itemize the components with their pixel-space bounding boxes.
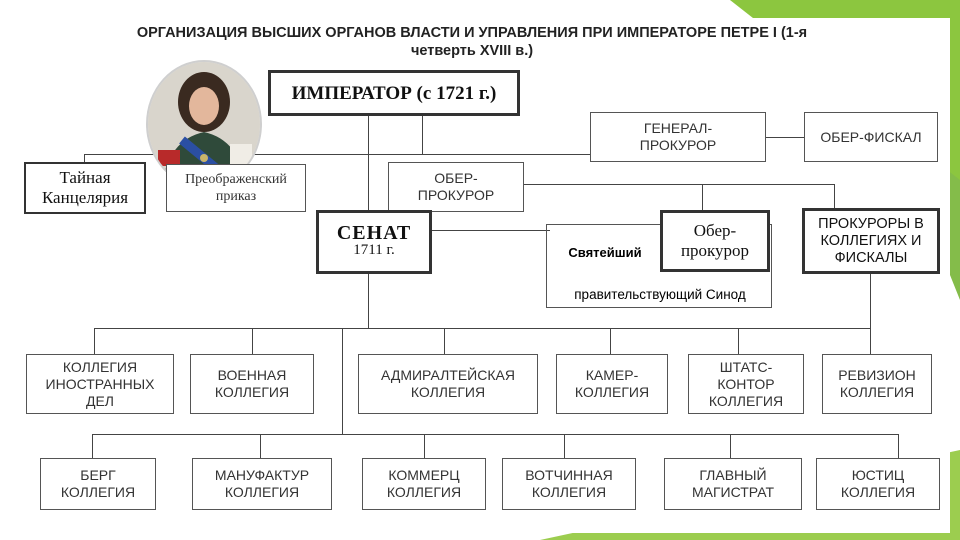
college-line: КОЛЛЕГИЯ xyxy=(840,484,916,500)
college-line: КОНТОР xyxy=(717,375,775,392)
tainaya-line-1: Тайная xyxy=(59,168,111,187)
college-line: РЕВИЗИОН xyxy=(838,367,916,383)
college-box: КОЛЛЕГИЯ ИНОСТРАННЫХ ДЕЛ xyxy=(26,354,174,414)
college-line: МАГИСТРАТ xyxy=(691,484,775,500)
ober-fiskal-label: ОБЕР-ФИСКАЛ xyxy=(820,128,922,145)
ober-prokuror-line-1: ОБЕР- xyxy=(434,170,478,186)
preobr-line-2: приказ xyxy=(215,189,257,204)
college-line: КОЛЛЕГИЯ xyxy=(386,484,462,500)
connector xyxy=(422,114,423,154)
connector xyxy=(444,328,445,356)
college-line: АДМИРАЛТЕЙСКАЯ xyxy=(381,367,515,383)
connector xyxy=(764,137,804,138)
tainaya-line-2: Канцелярия xyxy=(41,188,129,207)
college-box: ШТАТС- КОНТОР КОЛЛЕГИЯ xyxy=(688,354,804,414)
college-line: КОЛЛЕГИЯ xyxy=(410,384,486,400)
emperor-label: ИМПЕРАТОР (с 1721 г.) xyxy=(291,82,497,104)
connector xyxy=(342,328,343,434)
college-box: АДМИРАЛТЕЙСКАЯ КОЛЛЕГИЯ xyxy=(358,354,538,414)
college-line: КОММЕРЦ xyxy=(388,467,460,483)
college-box: ГЛАВНЫЙ МАГИСТРАТ xyxy=(664,458,802,510)
title-line-1: ОРГАНИЗАЦИЯ ВЫСШИХ ОРГАНОВ ВЛАСТИ И УПРА… xyxy=(136,25,808,41)
connector xyxy=(368,274,369,328)
senat-label: СЕНАТ xyxy=(336,222,412,244)
title-line-2: четверть XVIII в.) xyxy=(410,43,534,59)
connector xyxy=(94,328,95,356)
synod-ober-line-2: прокурор xyxy=(680,241,750,260)
connector xyxy=(84,154,592,155)
connector xyxy=(522,184,834,185)
connector xyxy=(432,230,550,231)
college-box: БЕРГ КОЛЛЕГИЯ xyxy=(40,458,156,510)
prokurory-fiskaly-box: ПРОКУРОРЫ В КОЛЛЕГИЯХ И ФИСКАЛЫ xyxy=(802,208,940,274)
connector xyxy=(898,434,899,458)
college-line: МАНУФАКТУР xyxy=(214,467,310,483)
general-prokuror-box: ГЕНЕРАЛ- ПРОКУРОР xyxy=(590,112,766,162)
college-line: ВОТЧИННАЯ xyxy=(525,467,613,483)
college-line: ШТАТС- xyxy=(719,358,773,375)
connector xyxy=(738,328,739,356)
connector xyxy=(368,114,369,228)
connector xyxy=(424,434,425,458)
prokurory-line-2: КОЛЛЕГИЯХ И xyxy=(820,232,922,249)
college-box: ВОТЧИННАЯ КОЛЛЕГИЯ xyxy=(502,458,636,510)
connector xyxy=(702,184,703,210)
college-line: ЮСТИЦ xyxy=(851,467,905,483)
preobr-line-1: Преображенский xyxy=(185,172,287,187)
connector xyxy=(730,434,731,458)
synod-box: Святейший правительствующий Синод xyxy=(546,224,772,308)
college-box: КОММЕРЦ КОЛЛЕГИЯ xyxy=(362,458,486,510)
synod-line-2: правительствующий Синод xyxy=(574,287,746,302)
ober-prokuror-box: ОБЕР- ПРОКУРОР xyxy=(388,162,524,212)
college-line: БЕРГ xyxy=(80,467,116,483)
college-line: КОЛЛЕГИЯ xyxy=(574,384,650,400)
general-prokuror-line-2: ПРОКУРОР xyxy=(639,137,717,153)
diagram-title: ОРГАНИЗАЦИЯ ВЫСШИХ ОРГАНОВ ВЛАСТИ И УПРА… xyxy=(12,24,932,60)
college-box: ВОЕННАЯ КОЛЛЕГИЯ xyxy=(190,354,314,414)
connector xyxy=(92,434,898,435)
synod-ober-prokuror-box: Обер- прокурор xyxy=(660,210,770,272)
prokurory-line-3: ФИСКАЛЫ xyxy=(834,249,908,266)
college-line: КОЛЛЕГИЯ xyxy=(531,484,607,500)
connector xyxy=(252,328,253,356)
connector xyxy=(870,274,871,356)
connector xyxy=(610,328,611,356)
college-line: ВОЕННАЯ xyxy=(217,367,287,383)
prokurory-line-1: ПРОКУРОРЫ В xyxy=(818,215,924,232)
general-prokuror-line-1: ГЕНЕРАЛ- xyxy=(643,120,713,136)
college-line: КОЛЛЕГИЯ xyxy=(224,484,300,500)
senat-year: 1711 г. xyxy=(353,242,395,258)
connector xyxy=(92,434,93,458)
college-line: ИНОСТРАННЫХ xyxy=(45,375,155,392)
college-box: МАНУФАКТУР КОЛЛЕГИЯ xyxy=(192,458,332,510)
college-line: КОЛЛЕГИЯ xyxy=(62,358,138,375)
college-line: КОЛЛЕГИЯ xyxy=(214,384,290,400)
college-line: КОЛЛЕГИЯ xyxy=(60,484,136,500)
senat-box: СЕНАТ 1711 г. xyxy=(316,210,432,274)
tainaya-kantselyariya-box: Тайная Канцелярия xyxy=(24,162,146,214)
college-line: ГЛАВНЫЙ xyxy=(699,467,767,483)
college-box: КАМЕР- КОЛЛЕГИЯ xyxy=(556,354,668,414)
preobrazhensky-prikaz-box: Преображенский приказ xyxy=(166,164,306,212)
connector xyxy=(94,328,870,329)
synod-ober-line-1: Обер- xyxy=(693,221,737,240)
college-box: ЮСТИЦ КОЛЛЕГИЯ xyxy=(816,458,940,510)
connector xyxy=(260,434,261,458)
connector xyxy=(564,434,565,458)
college-line: КАМЕР- xyxy=(585,367,639,383)
college-box: РЕВИЗИОН КОЛЛЕГИЯ xyxy=(822,354,932,414)
ober-fiskal-box: ОБЕР-ФИСКАЛ xyxy=(804,112,938,162)
college-line: ДЕЛ xyxy=(85,392,114,409)
ober-prokuror-line-2: ПРОКУРОР xyxy=(417,187,495,203)
diagram-card: ОРГАНИЗАЦИЯ ВЫСШИХ ОРГАНОВ ВЛАСТИ И УПРА… xyxy=(12,18,950,533)
connector xyxy=(834,184,835,208)
college-line: КОЛЛЕГИЯ xyxy=(839,384,915,400)
synod-line-1: Святейший xyxy=(568,245,642,260)
emperor-box: ИМПЕРАТОР (с 1721 г.) xyxy=(268,70,520,116)
college-line: КОЛЛЕГИЯ xyxy=(708,392,784,409)
